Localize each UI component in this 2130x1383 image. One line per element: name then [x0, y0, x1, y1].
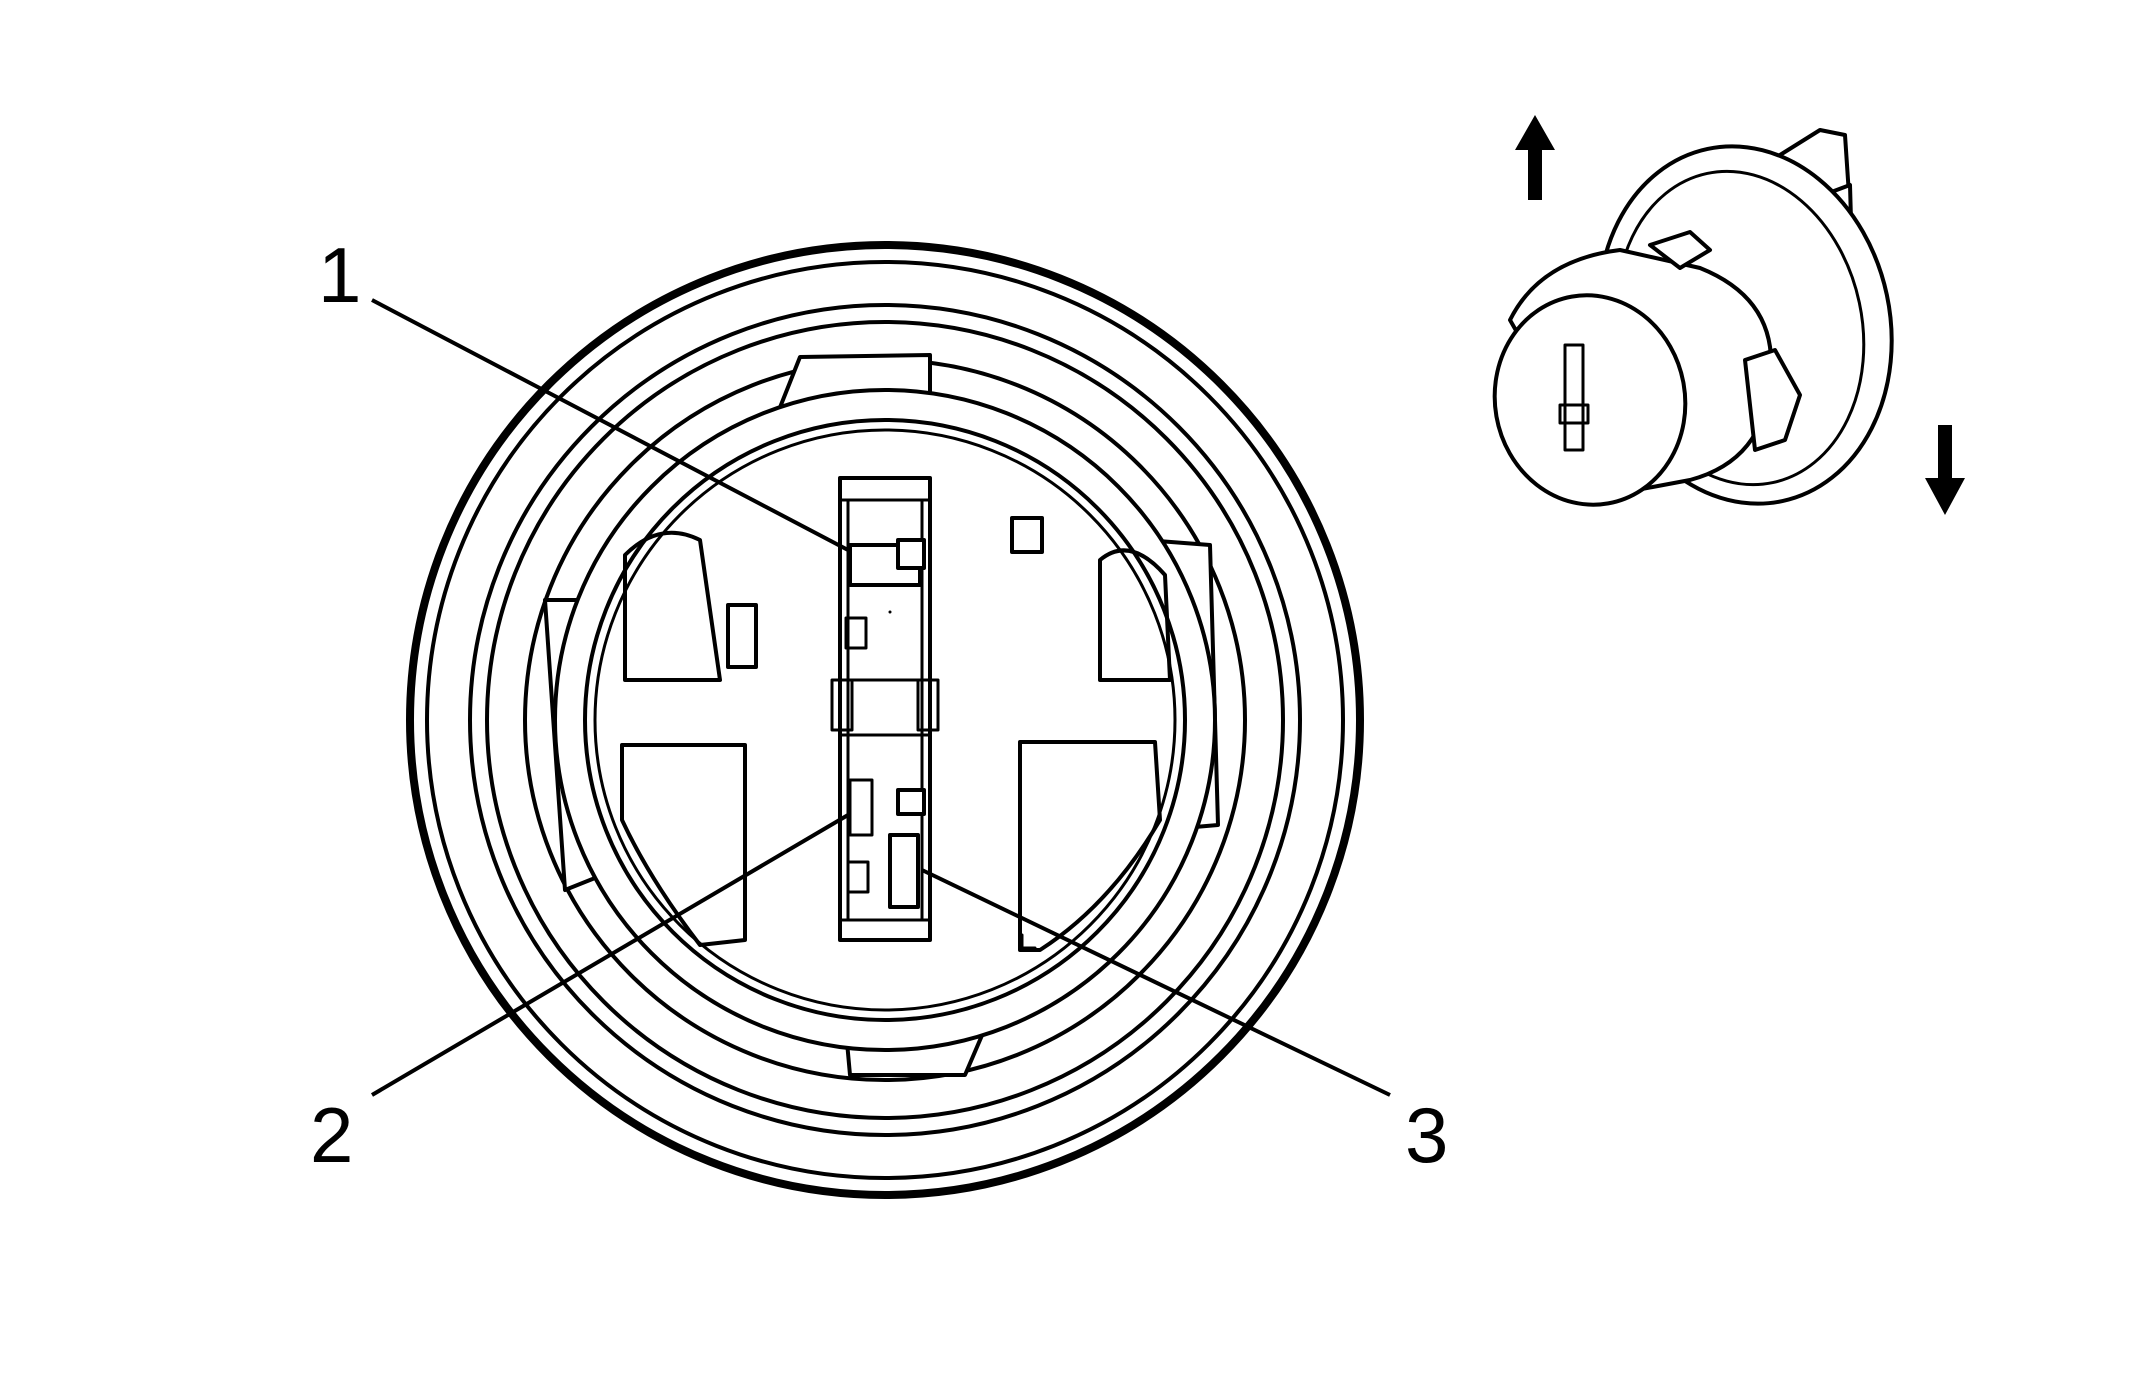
- plug-face: [1492, 293, 1688, 507]
- key-slot-right: [1010, 516, 1044, 554]
- outer-ring: [406, 241, 1364, 1199]
- recess-upper-left: [623, 530, 722, 682]
- middle-ring-inner: [485, 320, 1285, 1120]
- latch-clip-lower: [846, 860, 870, 894]
- connector-perspective-view: [1492, 128, 1894, 507]
- latch-clip-upper: [844, 616, 868, 650]
- callout-3: 3: [1405, 1091, 1448, 1179]
- terminal-1: [896, 538, 926, 570]
- face-terminal-latch: [1558, 403, 1590, 425]
- terminal-cavity-lower: [896, 788, 926, 816]
- housing-dot: [888, 610, 892, 614]
- recess-lower-left: [620, 743, 747, 947]
- inner-face-lip: [593, 428, 1177, 1012]
- callout-1: 1: [318, 231, 361, 319]
- leader-line-2: [370, 813, 850, 1097]
- callout-2: 2: [310, 1091, 353, 1179]
- terminal-2: [848, 778, 874, 837]
- arrow-down-icon: [1925, 425, 1965, 515]
- recess-upper-right: [1098, 548, 1172, 682]
- locking-tab-top: [1648, 230, 1712, 270]
- connector-front-view: [406, 241, 1364, 1199]
- leader-line-3: [921, 868, 1391, 1097]
- arrow-up-icon: [1515, 115, 1555, 200]
- terminal-housing: [830, 476, 940, 942]
- recess-lower-right: [1018, 740, 1162, 952]
- face-terminal: [1563, 343, 1585, 452]
- outer-ring-inner-edge: [425, 260, 1345, 1180]
- terminal-3: [888, 833, 920, 909]
- leader-line-1: [371, 298, 849, 552]
- key-slot-left: [726, 603, 758, 669]
- locking-tab-side: [1743, 348, 1802, 452]
- key-mark-lower: [1020, 933, 1037, 950]
- middle-ring-outer: [468, 303, 1302, 1137]
